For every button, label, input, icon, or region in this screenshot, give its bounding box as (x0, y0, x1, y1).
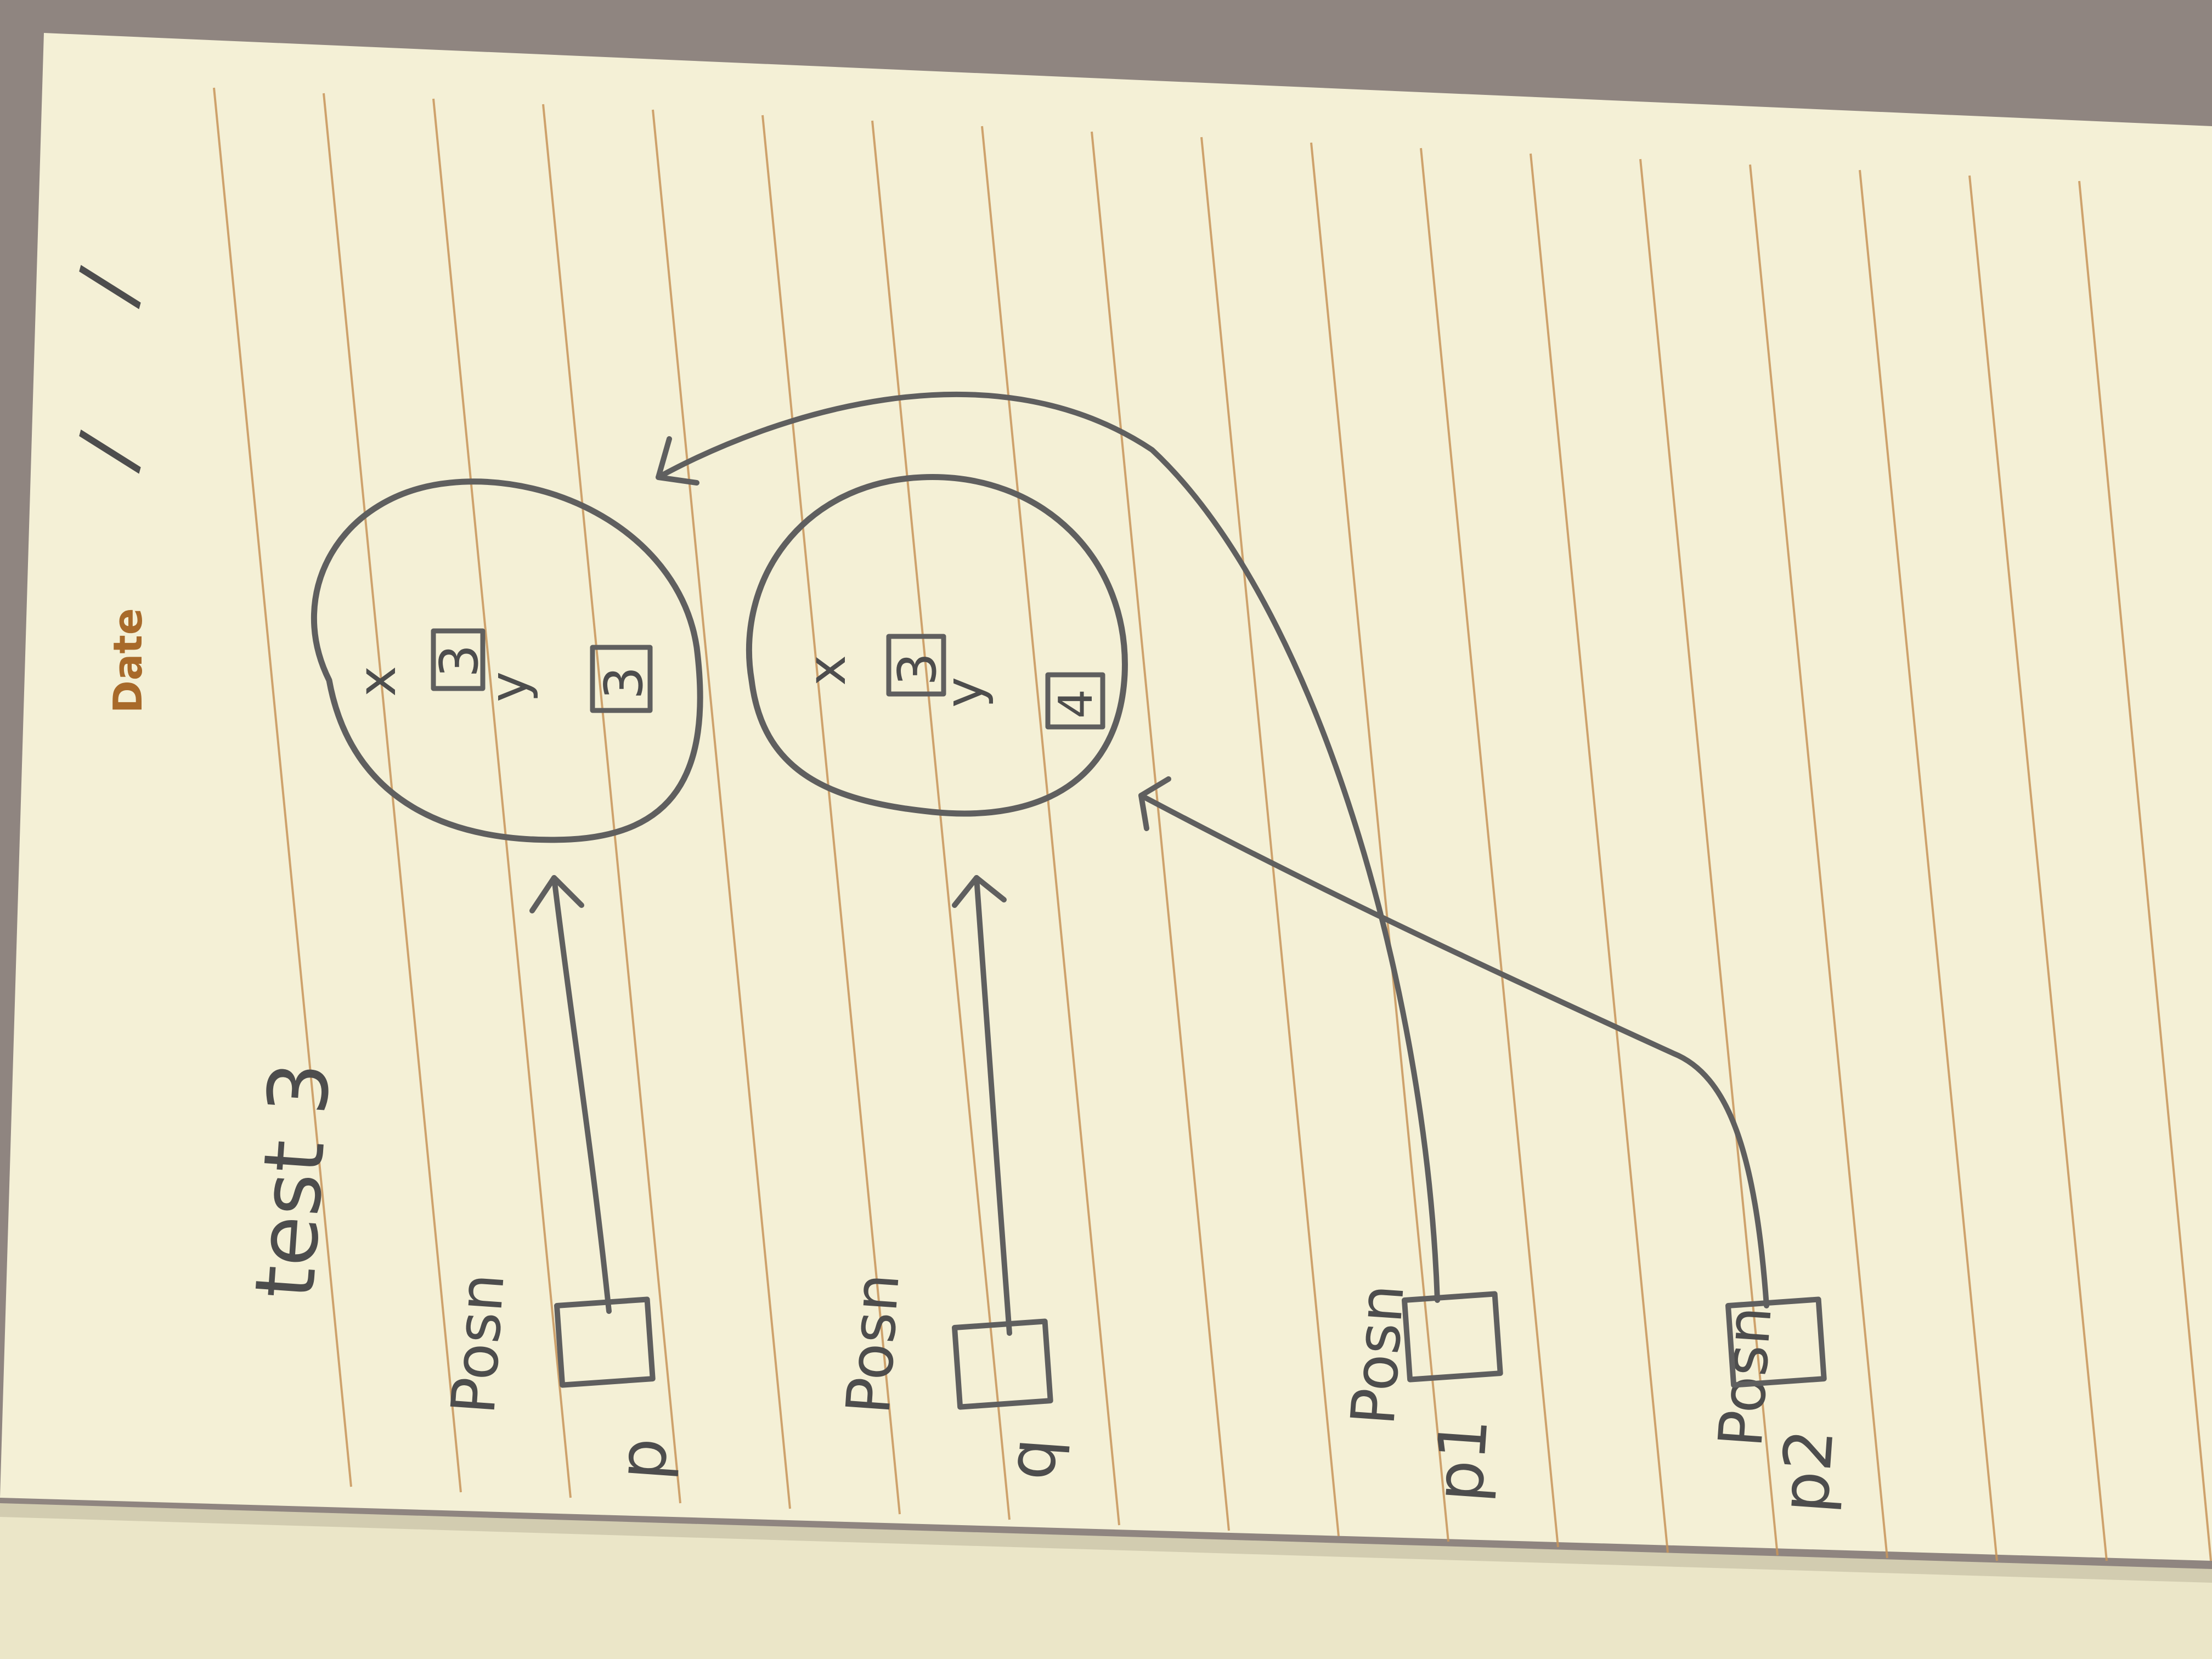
date-label: Date (105, 608, 151, 713)
reference-arrow-q (974, 875, 1012, 1336)
field-value: 3 (594, 667, 654, 699)
rule-line (761, 115, 901, 1515)
field-value-box (590, 645, 653, 713)
rule-line (652, 109, 791, 1509)
ruled-lines (213, 87, 2212, 1561)
notebook-page (0, 33, 2212, 1561)
field-value-box (886, 634, 946, 697)
rule-line (1749, 164, 1888, 1559)
rule-line (1310, 142, 1449, 1542)
variable-box (952, 1318, 1053, 1410)
arrowhead (656, 436, 699, 486)
field-value: 3 (888, 653, 948, 686)
rule-line (1859, 170, 1998, 1561)
rule-line (1530, 153, 1669, 1553)
rule-line (981, 126, 1120, 1526)
object-oval (311, 478, 703, 843)
rule-line (542, 104, 681, 1504)
field-label: y (479, 672, 539, 702)
rule-line (1639, 159, 1779, 1556)
adjacent-page (0, 1514, 2212, 1659)
rule-line (1968, 175, 2108, 1561)
rule-line (432, 98, 572, 1498)
rule-line (871, 120, 1011, 1520)
object-oval (746, 474, 1128, 817)
variable-name-label: p2 (1767, 1426, 1848, 1515)
variable-box (554, 1296, 656, 1388)
field-value-box (1045, 672, 1105, 730)
field-value: 3 (430, 645, 490, 678)
variable-type-label: Posn (833, 1271, 913, 1417)
rule-line (1091, 131, 1230, 1531)
variable-name-label: p (603, 1435, 682, 1482)
reference-arrow-p1 (656, 391, 1440, 1303)
reference-arrow-p2 (1138, 793, 1769, 1308)
reference-arrow-p (551, 875, 612, 1314)
variable-name-label: q (993, 1435, 1072, 1482)
rule-line (213, 87, 352, 1487)
rule-line (1200, 137, 1340, 1537)
rule-line (1420, 148, 1559, 1548)
variable-box (1725, 1296, 1827, 1388)
rule-line (2078, 180, 2212, 1561)
arrowhead (952, 875, 1007, 908)
arrowhead (529, 875, 584, 913)
field-label: y (934, 677, 995, 708)
page-title: test 3 (237, 1059, 349, 1301)
variable-type-label: Posn (1705, 1304, 1785, 1449)
variable-type-label: Posn (438, 1271, 518, 1417)
field-value-box (431, 628, 486, 691)
field-label: x (797, 655, 857, 686)
field-label: x (347, 666, 408, 697)
page-spine-shadow (0, 1503, 2212, 1583)
variable-name-label: p1 (1421, 1415, 1503, 1504)
reference-arrows (529, 391, 1769, 1336)
field-value: 4 (1049, 689, 1103, 719)
variable-box (1402, 1291, 1503, 1383)
arrowhead (1138, 776, 1171, 831)
